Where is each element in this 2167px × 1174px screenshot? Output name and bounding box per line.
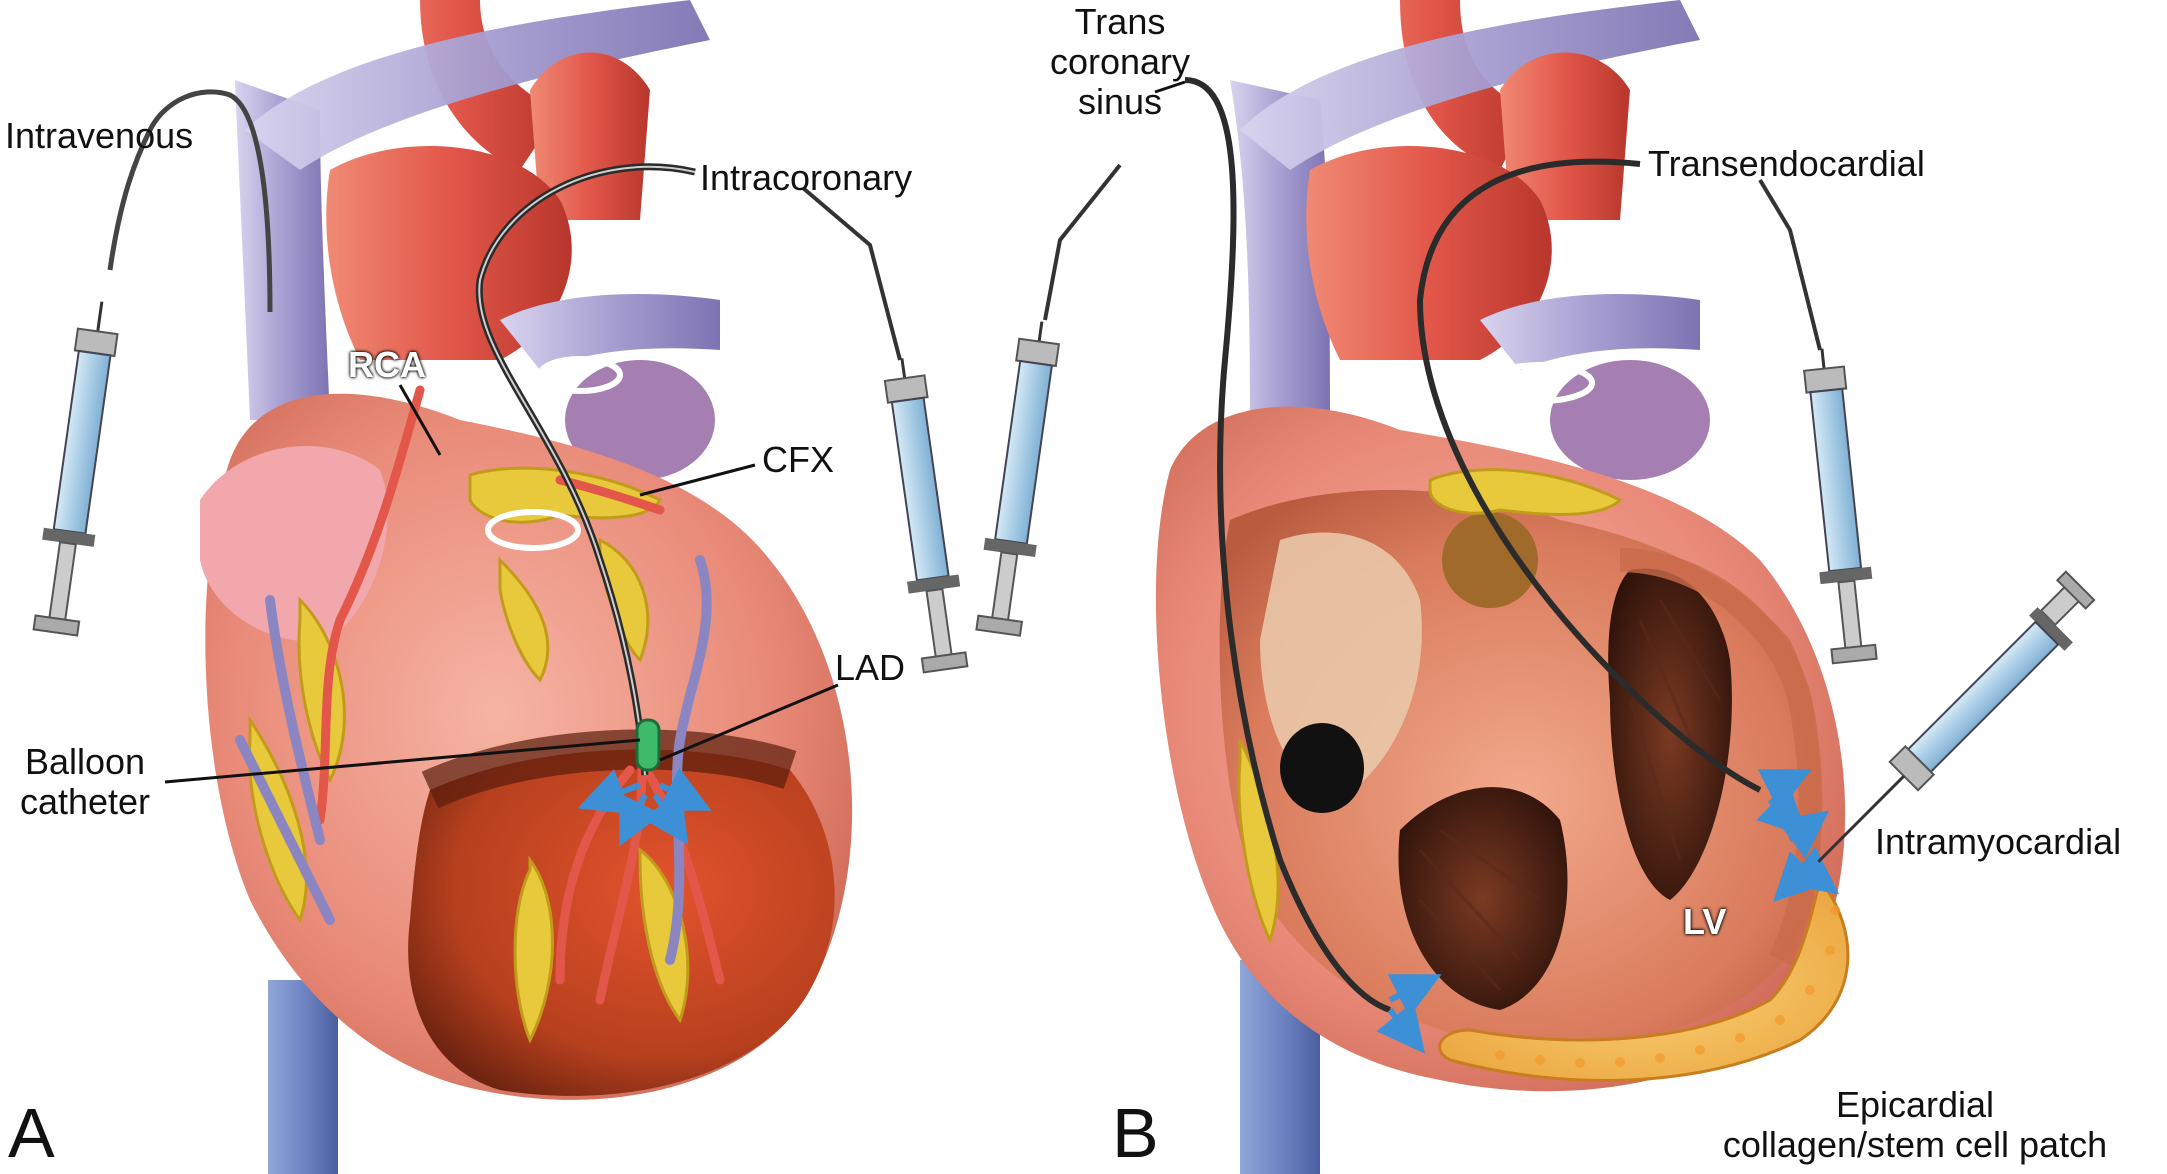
panel-b-heart: [1155, 0, 1850, 1174]
coronary-veins-a: [235, 555, 712, 965]
coronary-sinus-catheter: [1184, 77, 1392, 1013]
label-trans-line1: Trans: [1074, 1, 1166, 42]
top-vessel-b: [1240, 0, 1700, 170]
intramyocardial-syringe: [1817, 570, 2096, 863]
aorta-trunk-b: [1500, 52, 1630, 220]
intracoronary-syringe: [801, 186, 969, 674]
leader-lines-a: [164, 384, 839, 784]
right-atrium-a: [200, 446, 388, 642]
pulmonary-vein-a: [500, 294, 720, 370]
transendocardial-syringe: [1758, 178, 1878, 665]
label-lad: LAD: [835, 647, 906, 688]
panel-label-b: B: [1112, 1094, 1159, 1172]
right-ventricle-chamber-b: [1398, 787, 1568, 1010]
epicardial-fat-b: [1237, 468, 1623, 944]
label-lv: LV: [1683, 901, 1727, 942]
aorta-trunk-a: [530, 52, 650, 220]
trabeculae-b: [1418, 599, 1722, 991]
label-trans-coronary-sinus: Trans coronary sinus: [1040, 2, 1200, 122]
pulmonary-vein-b: [1480, 294, 1700, 370]
label-balloon-line2: catheter: [19, 781, 151, 822]
left-atrium-b: [1550, 360, 1710, 480]
label-trans-line2: coronary: [1049, 41, 1191, 82]
label-intramyocardial: Intramyocardial: [1875, 821, 2122, 862]
inferior-vena-cava-a: [268, 980, 338, 1174]
left-ventricle-chamber-b: [1608, 568, 1732, 900]
label-epicardial-patch: Epicardial collagen/stem cell patch: [1665, 1085, 2165, 1165]
delivery-arrows-b: [1376, 769, 1840, 1054]
label-cfx: CFX: [762, 439, 834, 480]
label-patch-line2: collagen/stem cell patch: [1722, 1124, 2108, 1165]
valve-ring-a1: [485, 509, 581, 551]
label-transendocardial: Transendocardial: [1648, 143, 1925, 184]
vena-cava-opening-b: [1280, 723, 1364, 813]
infarct-border-a: [421, 729, 797, 809]
coronary-sinus-syringe: [975, 163, 1122, 637]
panel-label-a: A: [8, 1094, 55, 1172]
pulmonary-artery-a: [326, 146, 572, 360]
label-balloon-catheter: Balloon catheter: [10, 742, 160, 822]
superior-vena-cava-b: [1230, 80, 1330, 450]
epicardial-patch: [1438, 876, 1850, 1082]
valve-ring-a2: [537, 356, 623, 394]
transendocardial-catheter: [1416, 158, 1762, 793]
intracoronary-catheter-highlight: [478, 165, 696, 776]
balloon: [635, 718, 661, 772]
aortic-valve-b: [1442, 512, 1538, 608]
leader-lines-b: [1154, 80, 1186, 94]
label-trans-line3: sinus: [1077, 81, 1163, 122]
intravenous-syringe: [32, 89, 273, 637]
valve-ring-b: [1485, 362, 1595, 404]
delivery-arrows-a: [577, 767, 712, 847]
epicardial-fat-a: [247, 466, 690, 1044]
label-intracoronary: Intracoronary: [700, 157, 913, 198]
label-rca: RCA: [348, 344, 426, 385]
label-balloon-line1: Balloon: [24, 741, 146, 782]
label-patch-line1: Epicardial: [1835, 1084, 1995, 1125]
patch-texture: [1495, 905, 1840, 1068]
intravenous-tubing: [107, 89, 273, 313]
label-intravenous: Intravenous: [5, 115, 194, 156]
top-vessel-a: [245, 0, 710, 170]
panel-a-heart: [200, 0, 853, 1174]
